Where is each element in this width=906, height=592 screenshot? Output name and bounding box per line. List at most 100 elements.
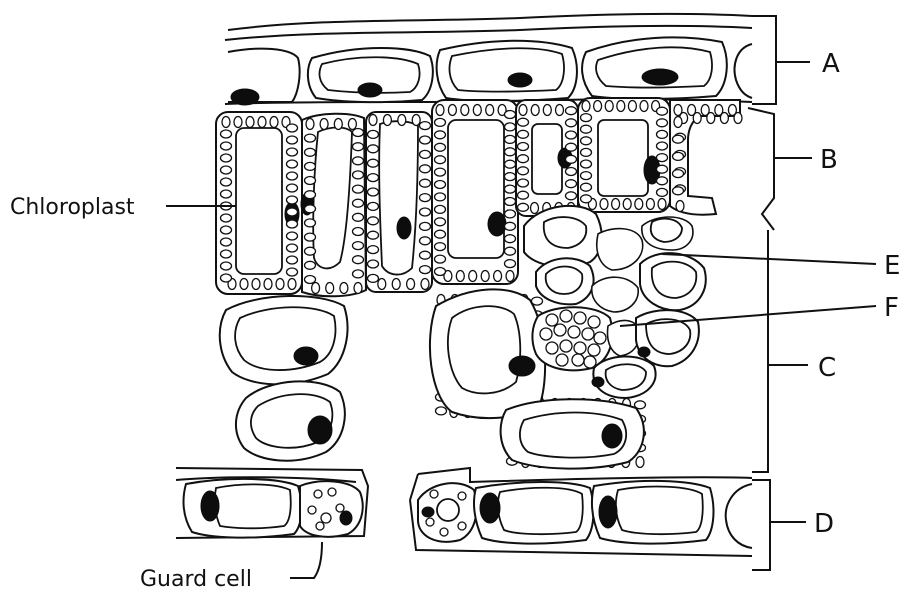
vascular-cell <box>546 342 558 354</box>
chloroplast <box>518 203 529 211</box>
chloroplast <box>287 160 298 168</box>
chloroplast <box>420 179 431 187</box>
chloroplast <box>287 244 298 252</box>
chloroplast <box>581 148 592 156</box>
nucleus <box>340 511 352 525</box>
chloroplast <box>505 247 516 255</box>
chloroplast <box>518 167 529 175</box>
chloroplast <box>276 279 284 290</box>
chloroplast <box>612 199 620 210</box>
nucleus <box>642 69 678 85</box>
chloroplast <box>436 407 447 415</box>
chloroplast <box>368 174 379 182</box>
chloroplast <box>518 143 529 151</box>
nucleus <box>480 493 500 523</box>
chloroplast <box>657 142 668 150</box>
chloroplast <box>258 117 266 128</box>
chloroplast <box>720 113 728 124</box>
chloroplast <box>581 183 592 191</box>
chloroplast <box>657 165 668 173</box>
chloroplast <box>368 217 379 225</box>
chloroplast <box>657 107 668 115</box>
chloroplast <box>657 130 668 138</box>
chloroplast <box>353 157 364 165</box>
label-e: E <box>884 251 900 281</box>
chloroplast <box>287 136 298 144</box>
chloroplast <box>221 214 232 222</box>
chloroplast <box>412 115 420 126</box>
chloroplast <box>368 145 379 153</box>
chloroplast <box>305 148 316 156</box>
chloroplast <box>566 168 577 176</box>
chloroplast <box>673 135 684 143</box>
vascular-cell <box>572 354 584 366</box>
vascular-cell <box>574 312 586 324</box>
chloroplast <box>288 279 296 290</box>
chloroplast <box>518 155 529 163</box>
chloroplast <box>287 172 298 180</box>
chloroplast <box>734 113 742 124</box>
chloroplast <box>221 262 232 270</box>
chloroplast <box>581 114 592 122</box>
chloroplast <box>505 148 516 156</box>
label-guard-cell: Guard cell <box>140 567 252 592</box>
chloroplast <box>305 247 316 255</box>
lower-epidermis <box>176 468 752 556</box>
vascular-cell <box>540 328 552 340</box>
chloroplast <box>287 268 298 276</box>
chloroplast <box>543 105 551 116</box>
chloroplast <box>353 228 364 236</box>
chloroplast <box>368 188 379 196</box>
nucleus <box>638 347 650 357</box>
chloroplast <box>348 119 356 130</box>
chloroplast <box>566 192 577 200</box>
chloroplast <box>581 160 592 168</box>
chloroplast <box>505 222 516 230</box>
chloroplast <box>353 129 364 137</box>
chloroplast <box>581 137 592 145</box>
chloroplast <box>287 196 298 204</box>
chloroplast <box>566 143 577 151</box>
chloroplast <box>435 118 446 126</box>
label-a: A <box>822 49 840 79</box>
nucleus <box>201 491 219 521</box>
chloroplast <box>353 270 364 278</box>
chloroplast <box>519 105 527 116</box>
chloroplast <box>435 205 446 213</box>
chloroplast <box>383 115 391 126</box>
nucleus <box>231 89 259 105</box>
chloroplast <box>287 232 298 240</box>
vascular-cell <box>588 316 600 328</box>
chloroplast <box>368 202 379 210</box>
chloroplast <box>354 283 362 294</box>
chloroplast <box>368 260 379 268</box>
chloroplast <box>305 233 316 241</box>
chloroplast <box>221 190 232 198</box>
chloroplast <box>566 119 577 127</box>
chloroplast <box>531 203 539 214</box>
nucleus <box>294 347 318 365</box>
chloroplast <box>369 115 377 126</box>
nucleus <box>397 217 411 239</box>
chloroplast <box>505 160 516 168</box>
chloroplast <box>473 105 481 116</box>
chloroplast <box>305 276 316 284</box>
chloroplast <box>693 113 701 124</box>
chloroplast <box>636 457 644 468</box>
chloroplast <box>566 131 577 139</box>
chloroplast <box>505 235 516 243</box>
chloroplast <box>353 242 364 250</box>
chloroplast <box>368 274 379 282</box>
chloroplast <box>420 237 431 245</box>
chloroplast <box>368 130 379 138</box>
vascular-cell <box>568 326 580 338</box>
nucleus <box>358 83 382 97</box>
chloroplast <box>326 283 334 294</box>
vascular-cell <box>546 314 558 326</box>
chloroplast <box>657 119 668 127</box>
chloroplast <box>334 119 342 130</box>
chloroplast <box>420 122 431 130</box>
chloroplast <box>623 199 631 210</box>
chloroplast <box>566 155 577 163</box>
